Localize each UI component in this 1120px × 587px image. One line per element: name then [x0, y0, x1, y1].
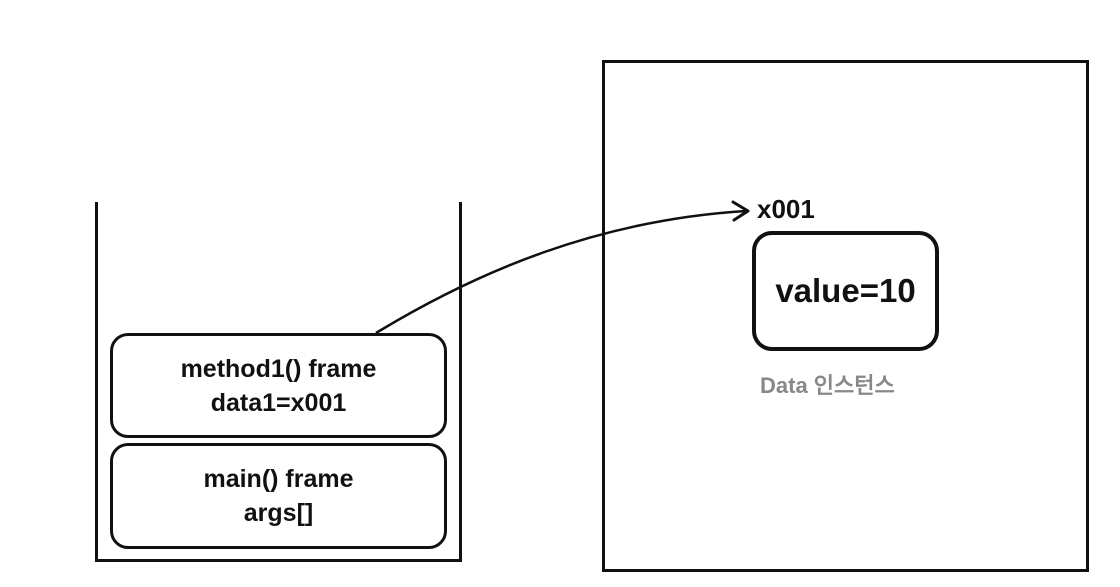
stack-bottom-wall [95, 559, 462, 562]
reference-address-label: x001 [757, 194, 815, 224]
stack-right-wall [459, 202, 462, 562]
main-frame-title: main() frame [203, 465, 354, 493]
data-instance-box: value=10 [752, 231, 939, 351]
method1-frame-title: method1() frame [180, 354, 377, 383]
main-frame-detail: args[] [243, 499, 314, 527]
method1-frame: method1() frame data1=x001 [110, 333, 447, 438]
instance-caption: Data 인스턴스 [760, 373, 895, 398]
method1-frame-detail: data1=x001 [210, 388, 347, 417]
instance-field-value: value=10 [775, 272, 916, 309]
stack-left-wall [95, 202, 98, 562]
main-frame: main() frame args[] [110, 443, 447, 549]
